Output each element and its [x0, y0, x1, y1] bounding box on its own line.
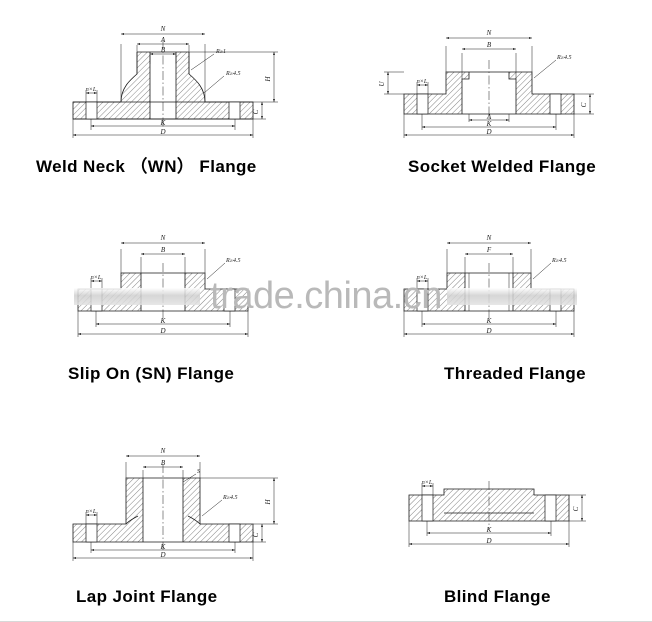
figure-cell-blind: K D C	[326, 414, 652, 621]
radius-note-r1: R≥1	[215, 49, 226, 55]
dim-label-A: A	[160, 36, 166, 44]
radius-note-r45: R≥4.5	[225, 257, 240, 264]
dim-label-C: C	[572, 506, 580, 511]
dim-label-F: F	[486, 246, 492, 254]
figure-cell-threaded: N F K	[326, 207, 652, 414]
slip-on-drawing: N B K	[0, 207, 326, 364]
dim-label-N: N	[160, 447, 166, 455]
dim-label-K: K	[160, 543, 166, 551]
figure-cell-slip-on: N B K	[0, 207, 326, 414]
socket-welded-svg: N B A	[378, 29, 594, 138]
dim-label-B: B	[161, 459, 166, 467]
dim-label-D: D	[159, 327, 165, 335]
dim-label-D: D	[159, 128, 165, 136]
dim-label-D: D	[485, 128, 491, 136]
dim-label-D: D	[485, 327, 491, 335]
dim-label-H: H	[264, 75, 272, 82]
lap-joint-svg: N B S	[72, 447, 278, 561]
dim-label-K: K	[160, 317, 166, 325]
dim-label-B: B	[161, 246, 166, 254]
dim-label-D: D	[159, 551, 165, 559]
dim-label-N: N	[486, 29, 492, 37]
hole-label-nL: n×L	[422, 480, 433, 486]
hole-label-nL: n×L	[417, 275, 428, 281]
caption-slip-on: Slip On (SN) Flange	[68, 364, 235, 383]
dim-label-K: K	[486, 120, 492, 128]
weld-neck-svg: N A B	[72, 25, 278, 138]
hole-label-nL: n×L	[91, 275, 102, 281]
dim-label-D: D	[485, 537, 491, 545]
radius-note-r45: R≥4.5	[556, 54, 571, 61]
dim-label-K: K	[486, 317, 492, 325]
dim-label-B: B	[161, 46, 166, 54]
threaded-svg: N F K	[403, 234, 575, 337]
figure-cell-socket-welded: N B A	[326, 0, 652, 207]
radius-note-r45: R≥4.5	[551, 257, 566, 264]
dim-label-K: K	[160, 119, 166, 127]
caption-threaded: Threaded Flange	[444, 364, 587, 383]
socket-welded-drawing: N B A	[326, 0, 652, 157]
hole-label-nL: n×L	[417, 79, 428, 85]
caption-socket-welded: Socket Welded Flange	[408, 157, 597, 176]
hole-label-nL: n×L	[86, 509, 97, 515]
caption-lap-joint: Lap Joint Flange	[76, 587, 218, 606]
dim-label-N: N	[486, 234, 492, 242]
dim-label-U: U	[378, 81, 386, 87]
dim-label-B: B	[487, 41, 492, 49]
radius-note-r45: R≥4.5	[225, 70, 240, 77]
weld-neck-drawing: N A B	[0, 0, 326, 152]
slip-on-svg: N B K	[77, 234, 249, 337]
threaded-drawing: N F K	[326, 207, 652, 364]
dim-label-H: H	[264, 499, 272, 506]
dim-label-A: A	[486, 113, 492, 121]
figure-cell-lap-joint: N B S	[0, 414, 326, 621]
dim-label-S: S	[197, 469, 200, 475]
dim-label-C: C	[252, 109, 260, 114]
figure-cell-weld-neck: N A B	[0, 0, 326, 207]
caption-blind: Blind Flange	[444, 587, 551, 606]
dim-label-N: N	[160, 25, 166, 33]
caption-weld-neck: Weld Neck （WN） Flange	[36, 157, 257, 176]
hole-label-nL: n×L	[86, 87, 97, 93]
dim-label-C: C	[580, 102, 588, 107]
radius-note-r45: R≥4.5	[222, 494, 237, 501]
blind-svg: K D C	[408, 480, 586, 547]
lap-joint-drawing: N B S	[0, 414, 326, 587]
dim-label-C: C	[252, 532, 260, 537]
dim-label-K: K	[486, 526, 492, 534]
blind-drawing: K D C	[326, 414, 652, 587]
dim-label-N: N	[160, 234, 166, 242]
